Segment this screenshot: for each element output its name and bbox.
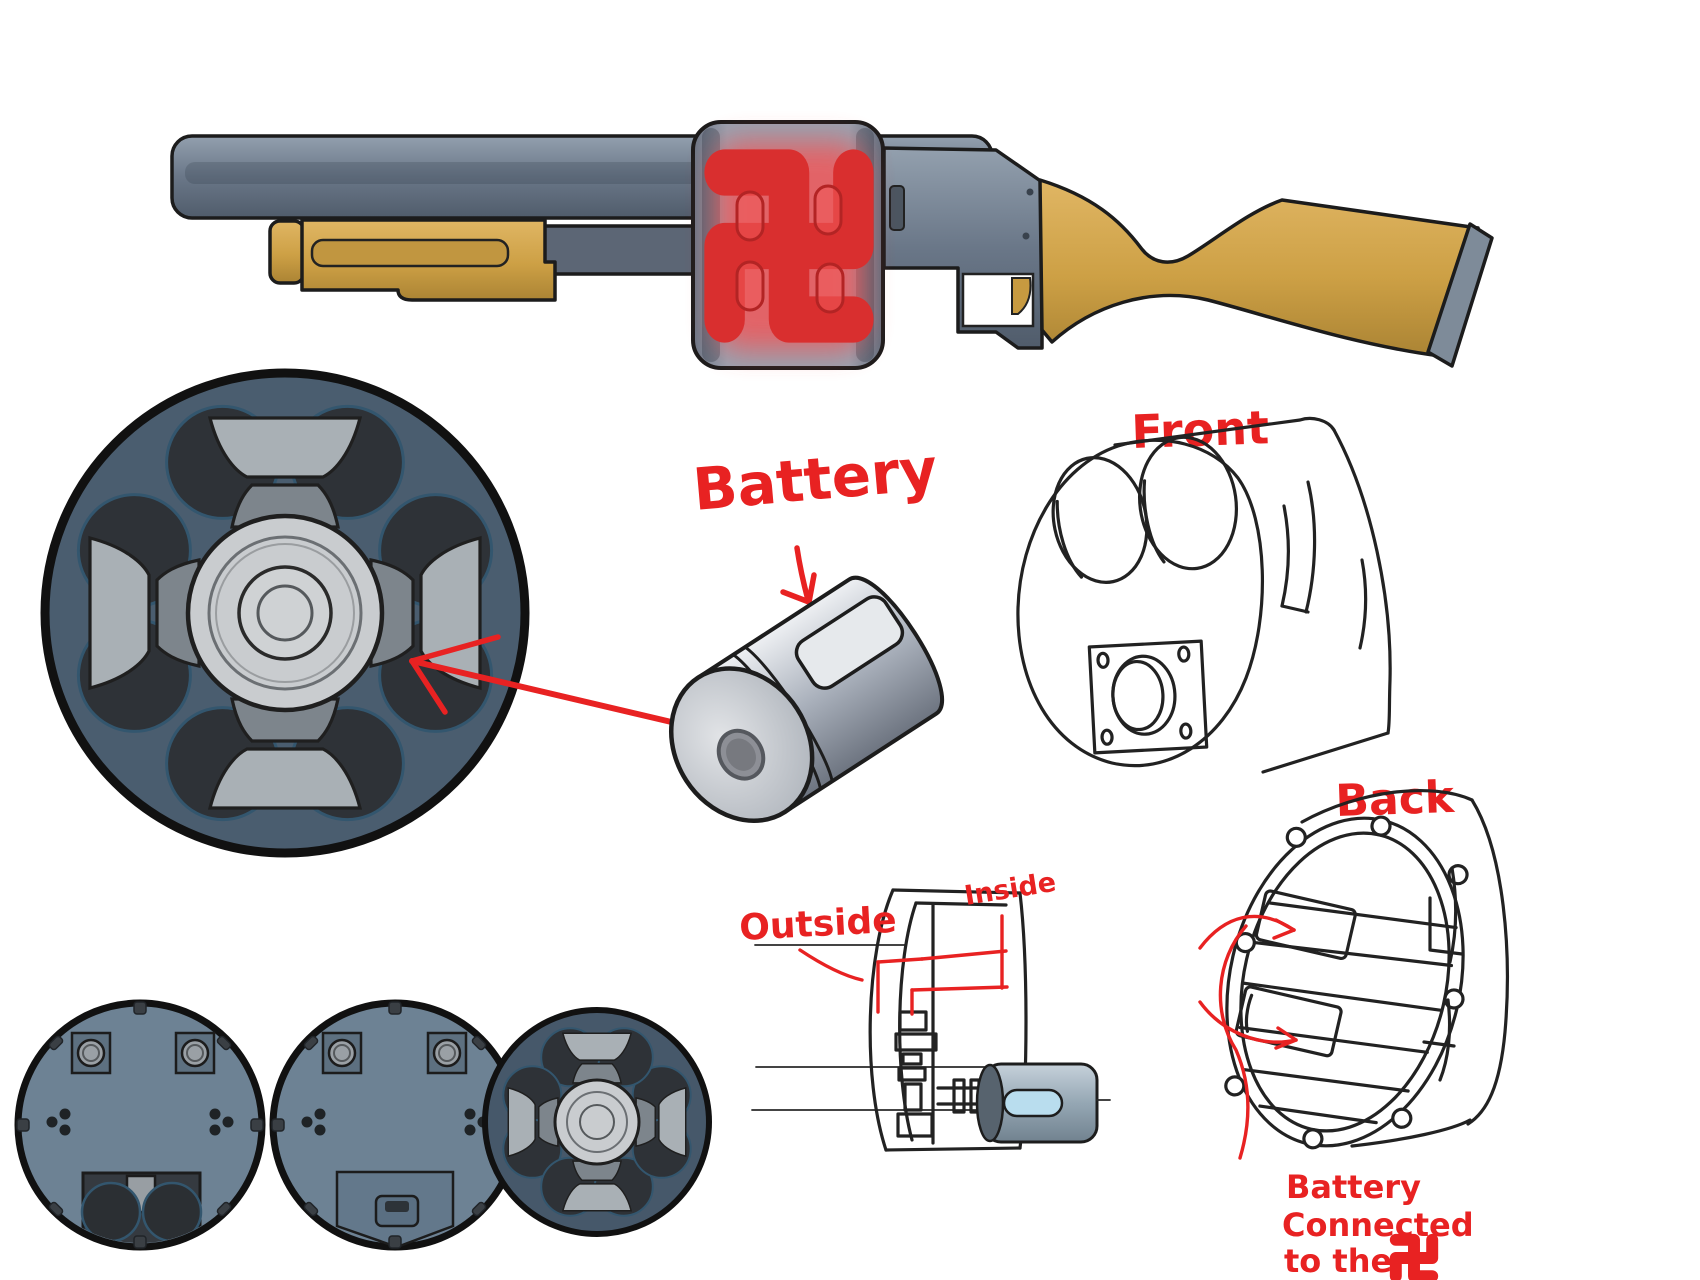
cross-section-sketch: Outside Inside bbox=[738, 867, 1111, 1152]
battery-label: Battery bbox=[690, 435, 940, 524]
receiver-screw bbox=[1022, 232, 1030, 240]
battery-connected-note: Battery Connected to the bbox=[1282, 1168, 1474, 1280]
pump-grip bbox=[300, 218, 557, 302]
back-plate bbox=[1224, 815, 1469, 1150]
receiver-screw bbox=[1026, 188, 1034, 196]
battery-front-cap bbox=[975, 1063, 1005, 1143]
back-sketch bbox=[1198, 788, 1509, 1160]
note-line-1: Battery bbox=[1286, 1168, 1421, 1206]
back-rim-screws bbox=[1224, 815, 1469, 1150]
pin-dots bbox=[46, 1108, 234, 1136]
manji-symbol bbox=[1396, 1240, 1432, 1276]
back-manji-marks bbox=[1422, 866, 1464, 1082]
receiver-slot bbox=[889, 185, 905, 231]
back-slot-upper bbox=[1254, 889, 1357, 961]
rim-screws bbox=[16, 1001, 264, 1249]
front-manji-marks bbox=[1280, 480, 1368, 650]
manji-glow bbox=[716, 142, 864, 350]
front-body-top bbox=[1113, 416, 1336, 447]
battery-render bbox=[668, 575, 945, 824]
trigger bbox=[1011, 277, 1032, 315]
back-body-top bbox=[1300, 788, 1474, 824]
outside-label: Outside bbox=[738, 900, 897, 949]
front-body-bottom bbox=[1261, 731, 1390, 774]
front-bore-left bbox=[1051, 456, 1149, 584]
latch-bosses bbox=[321, 1031, 468, 1075]
drum-back-open bbox=[14, 999, 266, 1251]
note-line-2: Connected bbox=[1282, 1206, 1474, 1244]
battery-terminal-center bbox=[726, 738, 756, 771]
inside-label: Inside bbox=[962, 867, 1058, 912]
front-face-outline bbox=[1016, 438, 1265, 768]
ammo-drum-side bbox=[691, 120, 885, 370]
note-line-3: to the bbox=[1284, 1242, 1392, 1280]
front-sketch bbox=[1016, 416, 1392, 774]
pump-groove bbox=[310, 238, 510, 268]
butt-pad bbox=[1426, 222, 1494, 368]
drum-front-view bbox=[40, 368, 700, 858]
shell-window bbox=[80, 1171, 203, 1243]
front-bore-right bbox=[1137, 435, 1239, 571]
outside-inside-pointers bbox=[798, 914, 1009, 1016]
cross-section-battery bbox=[975, 1062, 1111, 1144]
latch-bosses bbox=[70, 1031, 216, 1075]
shotgun-illustration bbox=[170, 120, 1494, 370]
battery-window bbox=[1002, 1088, 1064, 1118]
center-hub-small bbox=[553, 1078, 641, 1166]
drum-back-closed bbox=[269, 999, 521, 1251]
center-hub bbox=[185, 513, 385, 713]
stock bbox=[1038, 178, 1494, 368]
pin-dots bbox=[301, 1108, 489, 1136]
latch-slot bbox=[385, 1201, 409, 1212]
front-body-side bbox=[1332, 428, 1392, 735]
battery-to-hub-arrow bbox=[409, 634, 700, 731]
magazine-tube bbox=[538, 224, 707, 276]
back-body-bottom bbox=[1350, 1118, 1472, 1148]
down-arrow-icon bbox=[780, 545, 817, 605]
back-red-arrows bbox=[1198, 914, 1298, 1160]
receiver bbox=[882, 146, 1044, 350]
battery-window bbox=[794, 595, 905, 690]
back-body-side bbox=[1466, 798, 1509, 1126]
front-hub-plate bbox=[1087, 639, 1209, 755]
pump-end-cap bbox=[268, 219, 306, 285]
drum-front-small bbox=[482, 1007, 712, 1237]
manji-counterspaces bbox=[735, 184, 845, 314]
